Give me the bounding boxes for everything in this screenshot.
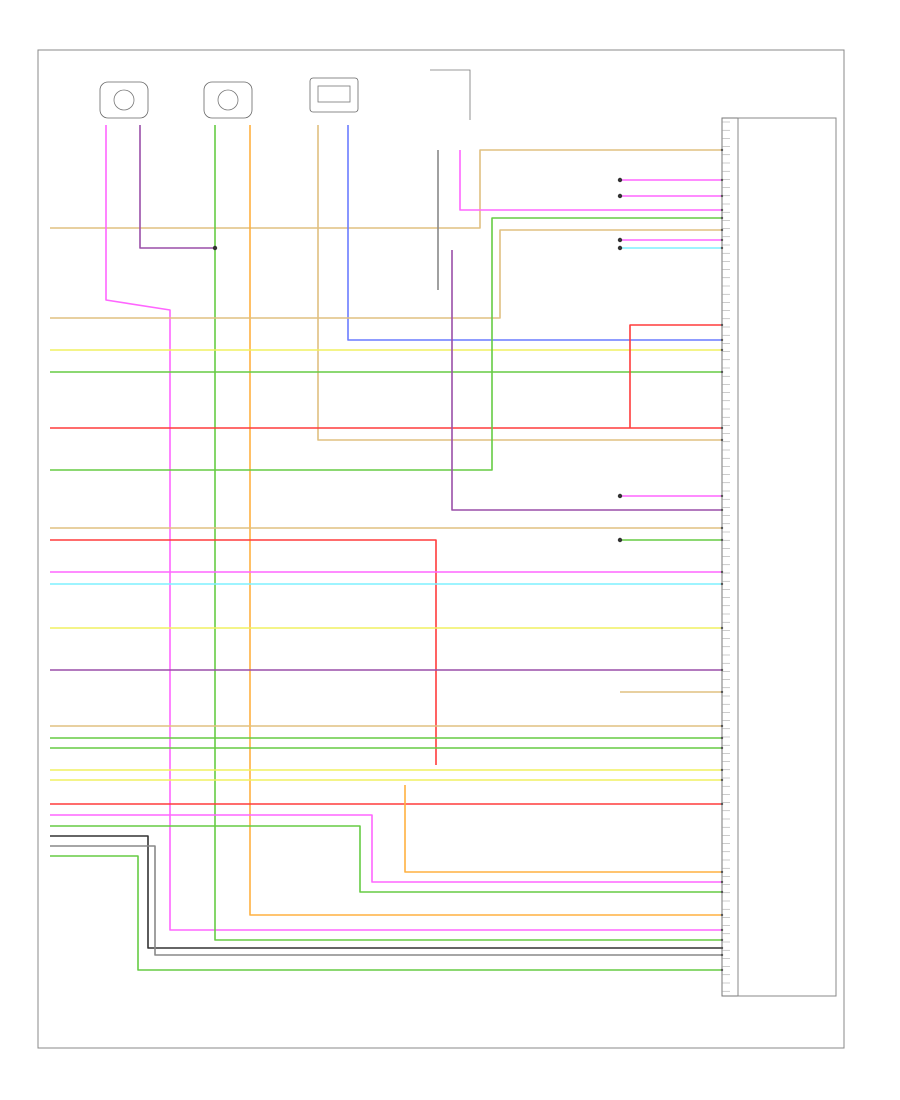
- sensor-3: [309, 77, 359, 113]
- wire-terminal-dot: [720, 438, 724, 442]
- wire-terminal-dot: [720, 208, 724, 212]
- splice-dot: [617, 245, 623, 251]
- wire-terminal-dot: [720, 370, 724, 374]
- wire-terminal-dot: [720, 968, 724, 972]
- connector-bracket-top: [430, 69, 471, 120]
- wire-orange-33: [404, 785, 722, 873]
- wire-pink-1: [105, 125, 722, 931]
- wire-terminal-dot: [720, 238, 724, 242]
- wire-blue-6: [347, 125, 722, 341]
- wire-terminal-dot: [720, 802, 724, 806]
- pcm-connector-block: [721, 117, 739, 997]
- splice-dot: [617, 237, 623, 243]
- wire-green-29: [50, 825, 722, 893]
- wire-black-30: [50, 835, 722, 949]
- pcm-module-outline: [737, 117, 837, 997]
- wire-violet-2: [139, 125, 215, 249]
- wire-terminal-dot: [720, 913, 724, 917]
- wire-pink-28: [50, 814, 722, 883]
- wire-tan-5: [317, 125, 722, 441]
- splice-dot: [617, 493, 623, 499]
- wire-terminal-dot: [720, 570, 724, 574]
- wire-terminal-dot: [720, 426, 724, 430]
- wire-layer: [50, 125, 724, 972]
- wire-green-3: [214, 125, 722, 941]
- wire-violet-15: [451, 250, 722, 511]
- sensor-2: [203, 81, 253, 119]
- splice-dot: [212, 245, 218, 251]
- wire-terminal-dot: [720, 494, 724, 498]
- wire-terminal-dot: [720, 582, 724, 586]
- wire-terminal-dot: [720, 890, 724, 894]
- splice-dot: [617, 193, 623, 199]
- wire-tan-0: [50, 149, 722, 229]
- wire-terminal-dot: [720, 526, 724, 530]
- wire-terminal-dot: [720, 746, 724, 750]
- wire-terminal-dot: [720, 953, 724, 957]
- wire-terminal-dot: [720, 928, 724, 932]
- splice-dot: [617, 177, 623, 183]
- splice-dot: [617, 537, 623, 543]
- wire-terminal-dot: [720, 938, 724, 942]
- wire-tan-9: [50, 229, 722, 319]
- wire-terminal-dot: [720, 178, 724, 182]
- wire-terminal-dot: [720, 194, 724, 198]
- wire-terminal-dot: [720, 736, 724, 740]
- wire-terminal-dot: [720, 946, 724, 950]
- wire-terminal-dot: [720, 508, 724, 512]
- wire-terminal-dot: [720, 216, 724, 220]
- sensor-1: [99, 81, 149, 119]
- wire-terminal-dot: [720, 768, 724, 772]
- wire-terminal-dot: [720, 778, 724, 782]
- wire-terminal-dot: [720, 880, 724, 884]
- diagram-frame: [37, 49, 845, 1049]
- pcm-pin-ticks: [722, 121, 730, 992]
- wire-terminal-dot: [720, 323, 724, 327]
- wire-terminal-dot: [720, 246, 724, 250]
- wire-terminal-dot: [720, 348, 724, 352]
- wire-terminal-dot: [720, 338, 724, 342]
- wire-green-32: [50, 855, 722, 971]
- wire-red-main-17: [50, 539, 437, 765]
- wire-orange-4: [249, 125, 722, 916]
- wire-terminal-dot: [720, 538, 724, 542]
- wire-terminal-dot: [720, 148, 724, 152]
- wire-terminal-dot: [720, 724, 724, 728]
- wire-terminal-dot: [720, 228, 724, 232]
- wire-red-main-13: [629, 324, 722, 428]
- wire-terminal-dot: [720, 870, 724, 874]
- wire-terminal-dot: [720, 626, 724, 630]
- wire-pink-8: [459, 150, 722, 211]
- wire-terminal-dot: [720, 690, 724, 694]
- wire-green-14: [50, 217, 722, 471]
- wire-terminal-dot: [720, 668, 724, 672]
- wire-grey-31: [50, 845, 722, 956]
